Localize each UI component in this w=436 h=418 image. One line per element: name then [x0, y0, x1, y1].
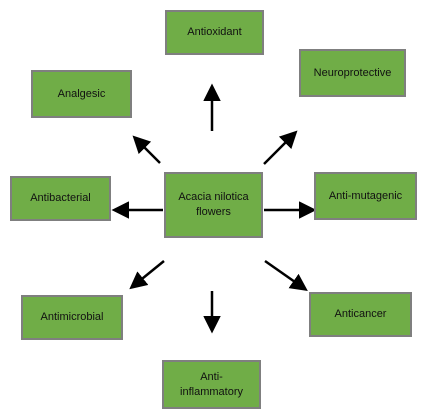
- node-antioxidant-label: Antioxidant: [187, 26, 242, 38]
- node-anticancer: Anticancer: [309, 292, 412, 337]
- node-neuroprotective: Neuroprotective: [299, 49, 406, 97]
- node-anticancer-label: Anticancer: [334, 308, 387, 320]
- node-anti-mutagenic-label: Anti-mutagenic: [328, 189, 403, 202]
- node-antioxidant: Antioxidant: [165, 10, 264, 55]
- node-center-label: Acacia nilotica flowers: [178, 191, 249, 218]
- node-antibacterial: Antibacterial: [10, 176, 111, 221]
- node-antimicrobial: Antimicrobial: [21, 295, 123, 340]
- node-anti-inflammatory: Anti-inflammatory: [162, 360, 261, 409]
- node-center-acacia: Acacia nilotica flowers: [164, 172, 263, 238]
- node-neuroprotective-label: Neuroprotective: [313, 66, 392, 79]
- node-antimicrobial-label: Antimicrobial: [40, 311, 104, 323]
- arrow-to-analgesic: [132, 135, 161, 164]
- node-anti-inflammatory-label: Anti-inflammatory: [180, 370, 243, 398]
- arrow-to-antimicrobial: [129, 260, 165, 290]
- arrow-to-anticancer: [264, 259, 308, 292]
- node-analgesic: Analgesic: [31, 70, 132, 118]
- arrow-to-neuroprotective: [263, 130, 298, 165]
- node-analgesic-label: Analgesic: [57, 87, 106, 100]
- node-anti-mutagenic: Anti-mutagenic: [314, 172, 417, 220]
- node-antibacterial-label: Antibacterial: [30, 192, 91, 204]
